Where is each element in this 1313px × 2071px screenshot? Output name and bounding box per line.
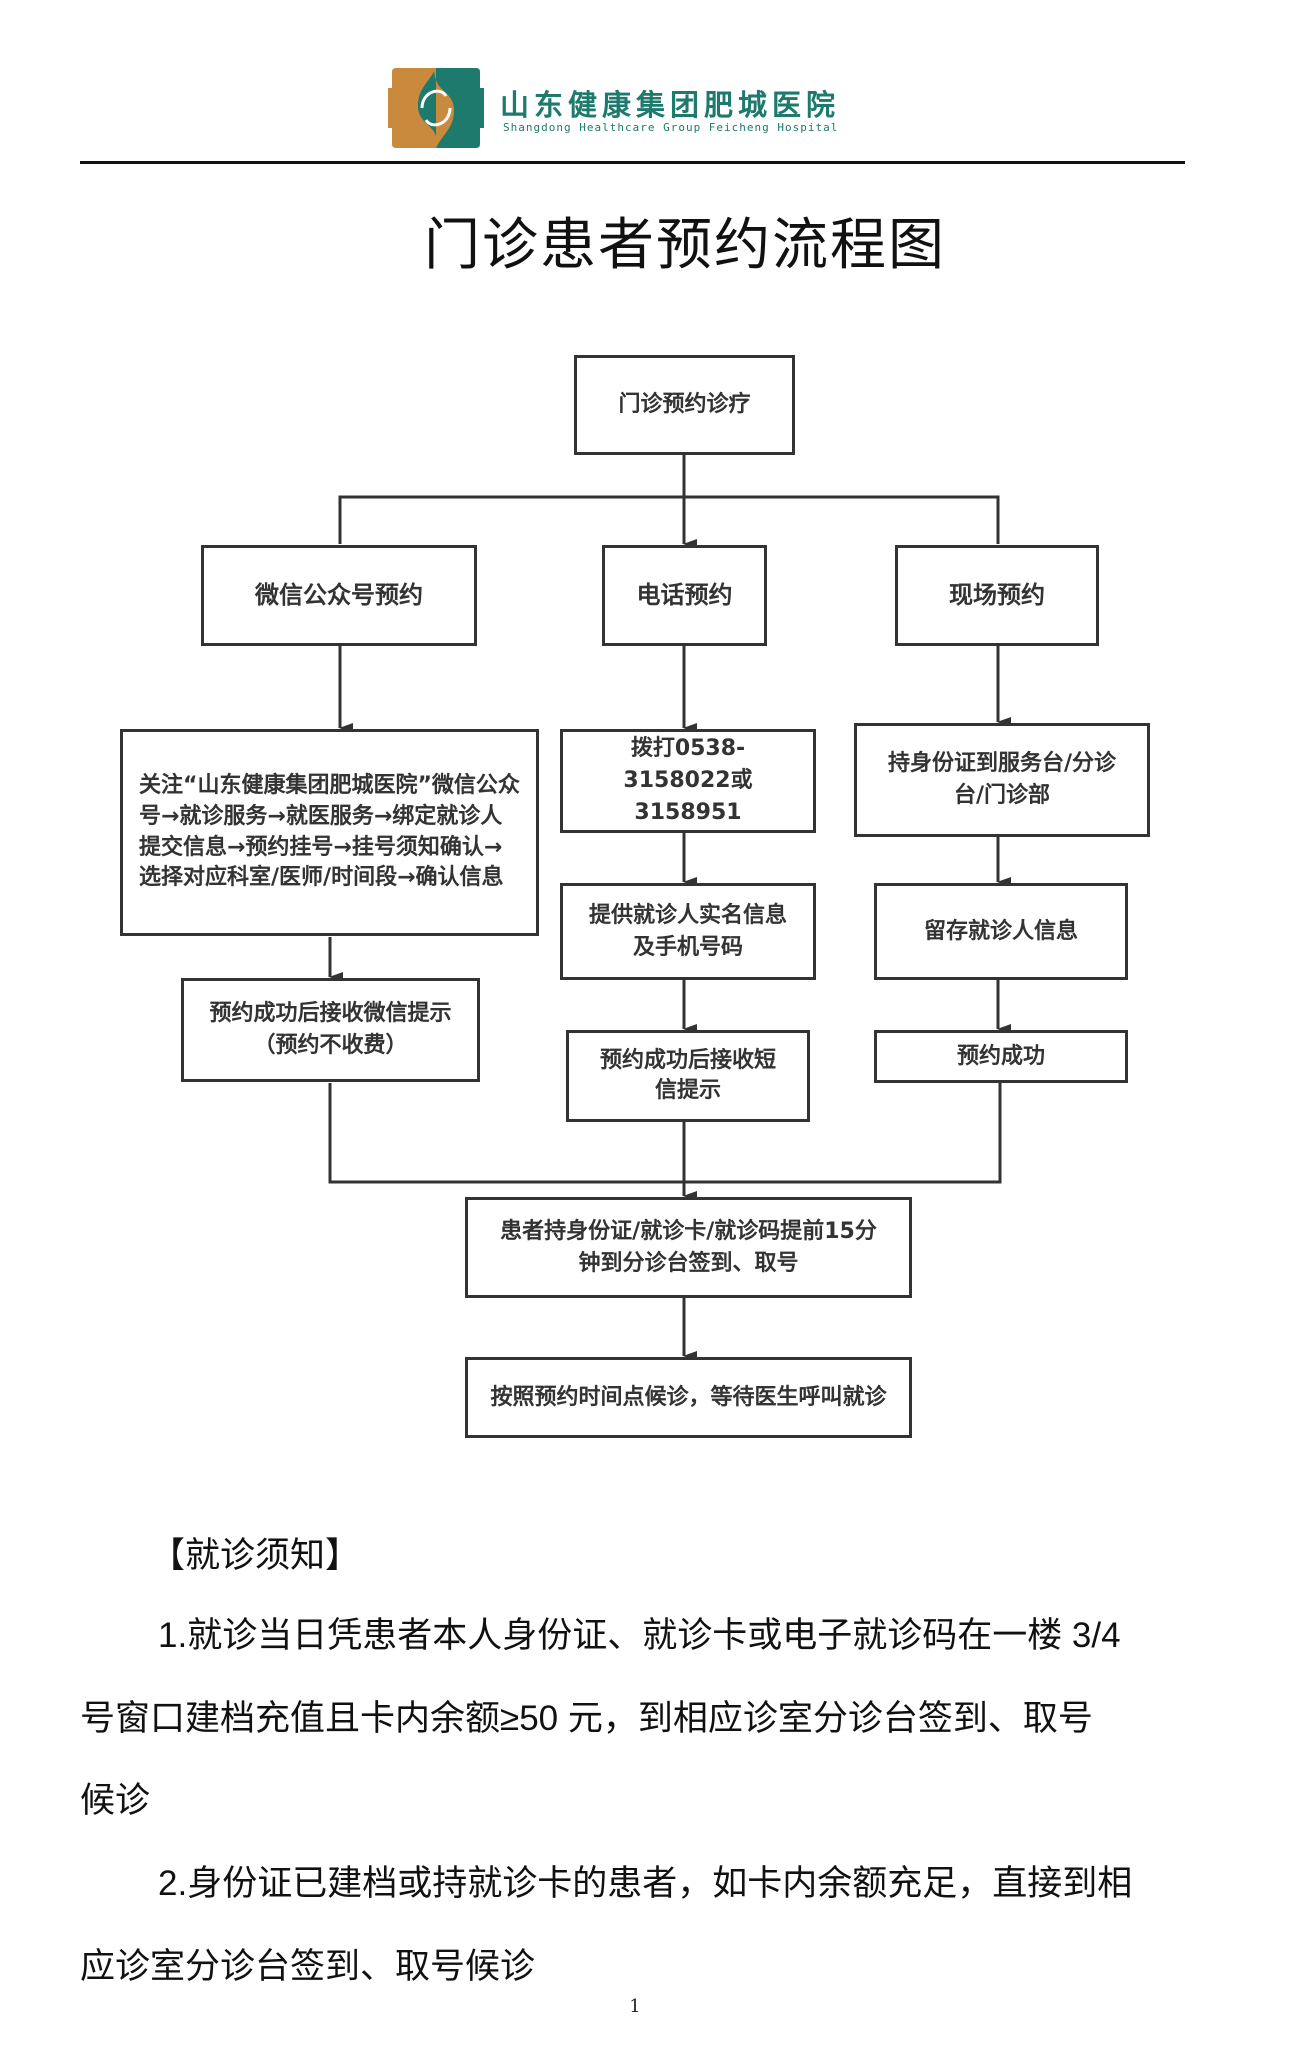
header-divider <box>80 161 1185 164</box>
onsite-step-1-box: 持身份证到服务台/分诊台/门诊部 <box>854 723 1150 837</box>
hospital-name-en: Shangdong Healthcare Group Feicheng Hosp… <box>503 121 839 134</box>
phone-step-1-label: 拨打0538-3158022或3158951 <box>623 736 753 825</box>
connector-root-split <box>338 495 1000 544</box>
hospital-logo-icon <box>388 64 484 152</box>
wechat-step-1-label: 关注“山东健康集团肥城医院”微信公众号→就诊服务→就医服务→绑定就诊人提交信息→… <box>139 772 520 891</box>
flow-root-box: 门诊预约诊疗 <box>574 355 795 455</box>
page-number: 1 <box>629 1996 641 2017</box>
merge-step-2-label: 按照预约时间点候诊，等待医生呼叫就诊 <box>490 1384 887 1410</box>
onsite-step-3-label: 预约成功 <box>956 1043 1045 1069</box>
onsite-step-2-label: 留存就诊人信息 <box>923 918 1078 944</box>
flow-root-label: 门诊预约诊疗 <box>618 392 751 418</box>
merge-step-1-label: 患者持身份证/就诊卡/就诊码提前15分钟到分诊台签到、取号 <box>500 1218 877 1276</box>
notice-item-2-line-2: 应诊室分诊台签到、取号候诊 <box>80 1947 536 1986</box>
phone-step-1-box: 拨打0538-3158022或3158951 <box>560 729 816 833</box>
wechat-step-2-label: 预约成功后接收微信提示（预约不收费） <box>209 1001 452 1058</box>
phone-step-3-box: 预约成功后接收短信提示 <box>566 1030 810 1122</box>
notice-item-1-line-2: 号窗口建档充值且卡内余额≥50 元，到相应诊室分诊台签到、取号 <box>80 1699 1093 1738</box>
branch-onsite-label: 现场预约 <box>949 581 1045 610</box>
phone-step-2-box: 提供就诊人实名信息及手机号码 <box>560 883 816 980</box>
merge-step-1-box: 患者持身份证/就诊卡/就诊码提前15分钟到分诊台签到、取号 <box>465 1197 912 1298</box>
branch-phone-box: 电话预约 <box>602 545 767 646</box>
notice-item-1-line-1: 1.就诊当日凭患者本人身份证、就诊卡或电子就诊码在一楼 3/4 <box>158 1616 1121 1655</box>
connector-merge <box>328 1083 1002 1184</box>
notice-heading: 【就诊须知】 <box>150 1536 361 1575</box>
branch-wechat-label: 微信公众号预约 <box>255 581 423 610</box>
wechat-step-2-box: 预约成功后接收微信提示（预约不收费） <box>181 978 480 1082</box>
branch-phone-label: 电话预约 <box>636 581 733 610</box>
notice-item-1-line-3: 候诊 <box>80 1781 151 1820</box>
merge-step-2-box: 按照预约时间点候诊，等待医生呼叫就诊 <box>465 1357 912 1438</box>
onsite-step-3-box: 预约成功 <box>874 1030 1128 1083</box>
phone-step-3-label: 预约成功后接收短信提示 <box>599 1048 776 1103</box>
page-title: 门诊患者预约流程图 <box>424 213 946 278</box>
onsite-step-2-box: 留存就诊人信息 <box>874 883 1128 980</box>
onsite-step-1-label: 持身份证到服务台/分诊台/门诊部 <box>887 751 1117 808</box>
branch-wechat-box: 微信公众号预约 <box>201 545 477 646</box>
wechat-step-1-box: 关注“山东健康集团肥城医院”微信公众号→就诊服务→就医服务→绑定就诊人提交信息→… <box>120 729 539 936</box>
notice-item-2-line-1: 2.身份证已建档或持就诊卡的患者，如卡内余额充足，直接到相 <box>158 1864 1133 1903</box>
branch-onsite-box: 现场预约 <box>895 545 1099 646</box>
phone-step-2-label: 提供就诊人实名信息及手机号码 <box>588 902 787 960</box>
hospital-name-cn: 山东健康集团肥城医院 <box>500 88 841 122</box>
